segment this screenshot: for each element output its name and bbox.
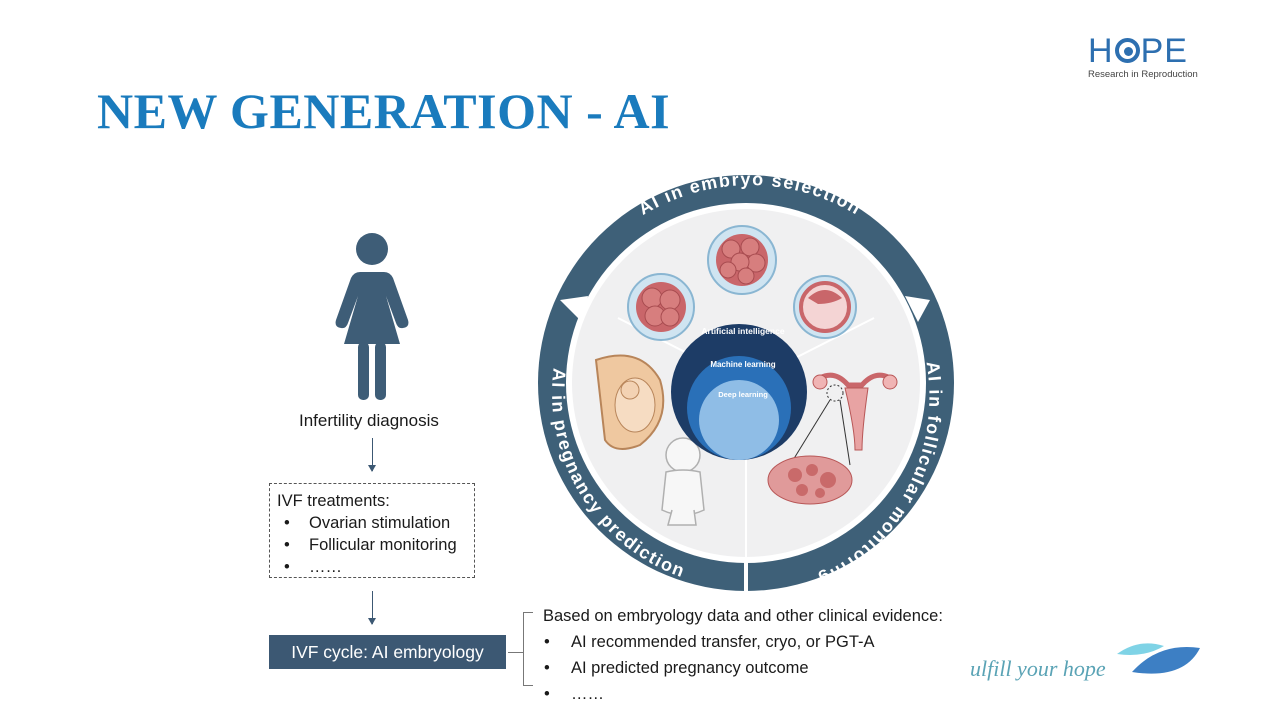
ivf-cycle-box: IVF cycle: AI embryology <box>269 635 506 669</box>
ovary-follicles-icon <box>767 399 853 505</box>
based-on-list: AI recommended transfer, cryo, or PGT-A … <box>543 629 943 707</box>
ring-label-dl: Deep learning <box>718 390 768 399</box>
logo-letters-right: PE <box>1140 32 1188 70</box>
dl-circle <box>699 380 779 460</box>
leaf-logo-icon <box>1117 643 1200 674</box>
based-on-heading: Based on embryology data and other clini… <box>543 607 943 625</box>
diagnosis-label: Infertility diagnosis <box>299 411 439 430</box>
ai-ivf-wheel-diagram: AI in embryo selection AI in pregnancy p… <box>538 172 954 592</box>
list-item: AI predicted pregnancy outcome <box>543 655 943 681</box>
connector-line <box>508 652 523 653</box>
arrow-down-icon <box>368 591 376 625</box>
slide-title: NEW GENERATION - AI <box>97 83 671 139</box>
uterus-icon <box>812 372 898 451</box>
arrow-down-icon <box>368 438 376 472</box>
ring-label-ai: Artificial intelligence <box>701 326 784 336</box>
logo-letters-left: H <box>1088 32 1114 70</box>
chevron-icon <box>560 296 588 322</box>
logo-wordmark: H PE <box>1088 34 1203 68</box>
bracket-divider <box>523 612 533 686</box>
fetus-womb-icon <box>594 354 665 450</box>
hope-logo: H PE Research in Reproduction <box>1088 34 1203 80</box>
list-item: …… <box>277 556 474 578</box>
based-on-block: Based on embryology data and other clini… <box>543 603 943 707</box>
woman-icon <box>335 233 409 400</box>
chevron-icon <box>905 296 930 322</box>
embryo-8cell-icon <box>707 225 777 295</box>
list-item: AI recommended transfer, cryo, or PGT-A <box>543 629 943 655</box>
ivf-treatments-box: IVF treatments: Ovarian stimulation Foll… <box>269 483 475 578</box>
ring-label-ml: Machine learning <box>710 360 775 369</box>
blastocyst-icon <box>793 275 857 339</box>
list-item: Ovarian stimulation <box>277 512 474 534</box>
tagline: ulfill your hope <box>970 656 1106 681</box>
eye-icon <box>1114 38 1140 63</box>
baby-icon <box>661 437 705 526</box>
embryo-2cell-icon <box>627 273 695 341</box>
list-item: Follicular monitoring <box>277 534 474 556</box>
ivf-treatments-list: Ovarian stimulation Follicular monitorin… <box>277 512 474 578</box>
ivf-treatments-title: IVF treatments: <box>277 492 390 510</box>
list-item: …… <box>543 681 943 707</box>
logo-subtitle: Research in Reproduction <box>1088 69 1198 80</box>
